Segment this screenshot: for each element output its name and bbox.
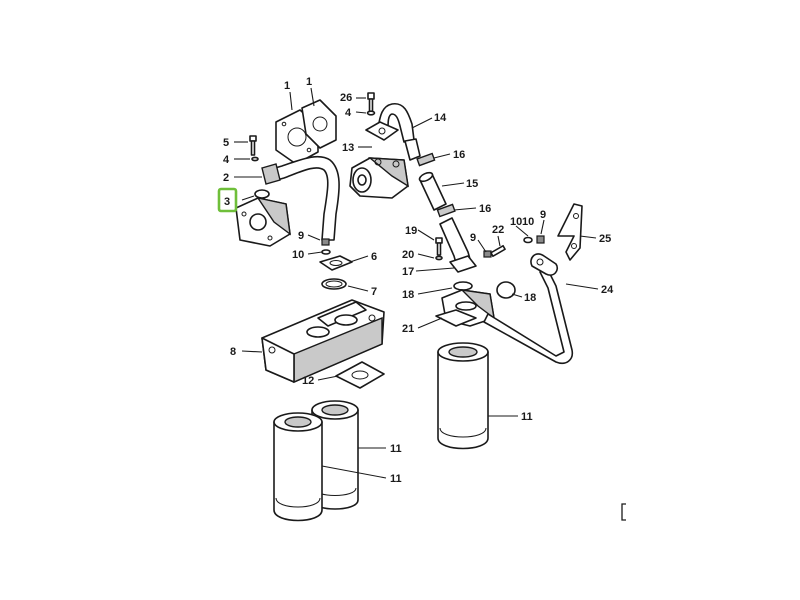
callout-6: 6 — [371, 251, 377, 263]
return-tube-part-24 — [483, 253, 574, 365]
callout-13: 13 — [342, 142, 354, 154]
nut-part-9-right — [483, 250, 492, 258]
callout-26: 26 — [340, 92, 352, 104]
washer-part-10-right — [523, 236, 533, 244]
highlight-box-part-3 — [217, 187, 238, 213]
callout-18-right: 18 — [524, 292, 536, 304]
callout-11-front: 11 — [390, 473, 402, 485]
callout-10-far-right: 10 — [522, 216, 534, 228]
hydraulic-pump-part-13 — [349, 157, 409, 199]
callout-9-left: 9 — [298, 230, 304, 242]
pump-adapter-part-3 — [235, 196, 291, 247]
callout-3-highlighted: 3 — [224, 196, 230, 208]
short-hose-part-15 — [418, 171, 447, 211]
filter-cartridge-part-11-front — [273, 412, 323, 522]
callout-9-right: 9 — [470, 232, 476, 244]
callout-12: 12 — [302, 375, 314, 387]
gasket-part-12 — [335, 361, 385, 389]
o-ring-part-18-right — [496, 281, 516, 299]
filter-cartridge-part-11-right — [437, 342, 489, 450]
callout-2: 2 — [223, 172, 229, 184]
callout-10-right: 10 — [510, 216, 522, 228]
washer-part-4-lower — [251, 156, 259, 162]
bracket-part-25 — [557, 203, 583, 261]
elbow-fitting-part-17 — [439, 217, 477, 273]
callout-11-right: 11 — [521, 411, 533, 423]
callout-17: 17 — [402, 266, 414, 278]
callout-11-back: 11 — [390, 443, 402, 455]
flange-gasket-part-1 — [275, 99, 337, 165]
callout-4-lower: 4 — [223, 154, 230, 166]
callout-16-lower: 16 — [479, 203, 491, 215]
callout-21: 21 — [402, 323, 414, 335]
callout-9-far-right: 9 — [540, 209, 546, 221]
washer-part-4-upper — [366, 110, 376, 116]
washer-part-10-left — [321, 249, 331, 255]
callout-14: 14 — [434, 112, 447, 124]
bolt-part-19 — [435, 237, 443, 256]
callout-10-left: 10 — [292, 249, 304, 261]
hose-clamp-part-16-upper — [416, 152, 436, 167]
suction-hose-part-2 — [261, 155, 340, 241]
callout-24: 24 — [601, 284, 614, 296]
bolt-part-26 — [367, 92, 375, 114]
o-ring-part-18-left — [453, 281, 473, 291]
corner-bracket-mark — [621, 503, 626, 521]
washer-part-20 — [435, 255, 443, 261]
callout-8: 8 — [230, 346, 236, 358]
o-ring-part-7 — [321, 278, 347, 290]
adapter-plate-part-6 — [319, 255, 353, 271]
stud-part-22 — [490, 244, 506, 258]
o-ring-near-part-3 — [254, 189, 270, 199]
callout-1-a: 1 — [284, 80, 290, 92]
callout-16-upper: 16 — [453, 149, 465, 161]
callout-19: 19 — [405, 225, 417, 237]
nut-part-9-far-right — [536, 235, 545, 244]
callout-18-left: 18 — [402, 289, 414, 301]
callout-1-b: 1 — [306, 76, 312, 88]
callout-20: 20 — [402, 249, 414, 261]
upper-hose-part-14 — [365, 102, 421, 161]
hose-clamp-part-16-lower — [436, 203, 456, 218]
callout-25: 25 — [599, 233, 611, 245]
callout-labels: 1 1 26 4 14 5 13 16 4 2 15 3 16 10 9 10 … — [217, 76, 614, 485]
callout-4-upper: 4 — [345, 107, 352, 119]
bolt-part-5 — [249, 135, 257, 156]
callout-15: 15 — [466, 178, 478, 190]
leader-lines — [234, 87, 599, 479]
callout-22: 22 — [492, 224, 504, 236]
filter-head-housing-part-8 — [261, 299, 385, 384]
callout-7: 7 — [371, 286, 377, 298]
callout-5: 5 — [223, 137, 229, 149]
filter-head-part-21 — [435, 289, 495, 327]
nut-part-9-left — [321, 238, 330, 246]
